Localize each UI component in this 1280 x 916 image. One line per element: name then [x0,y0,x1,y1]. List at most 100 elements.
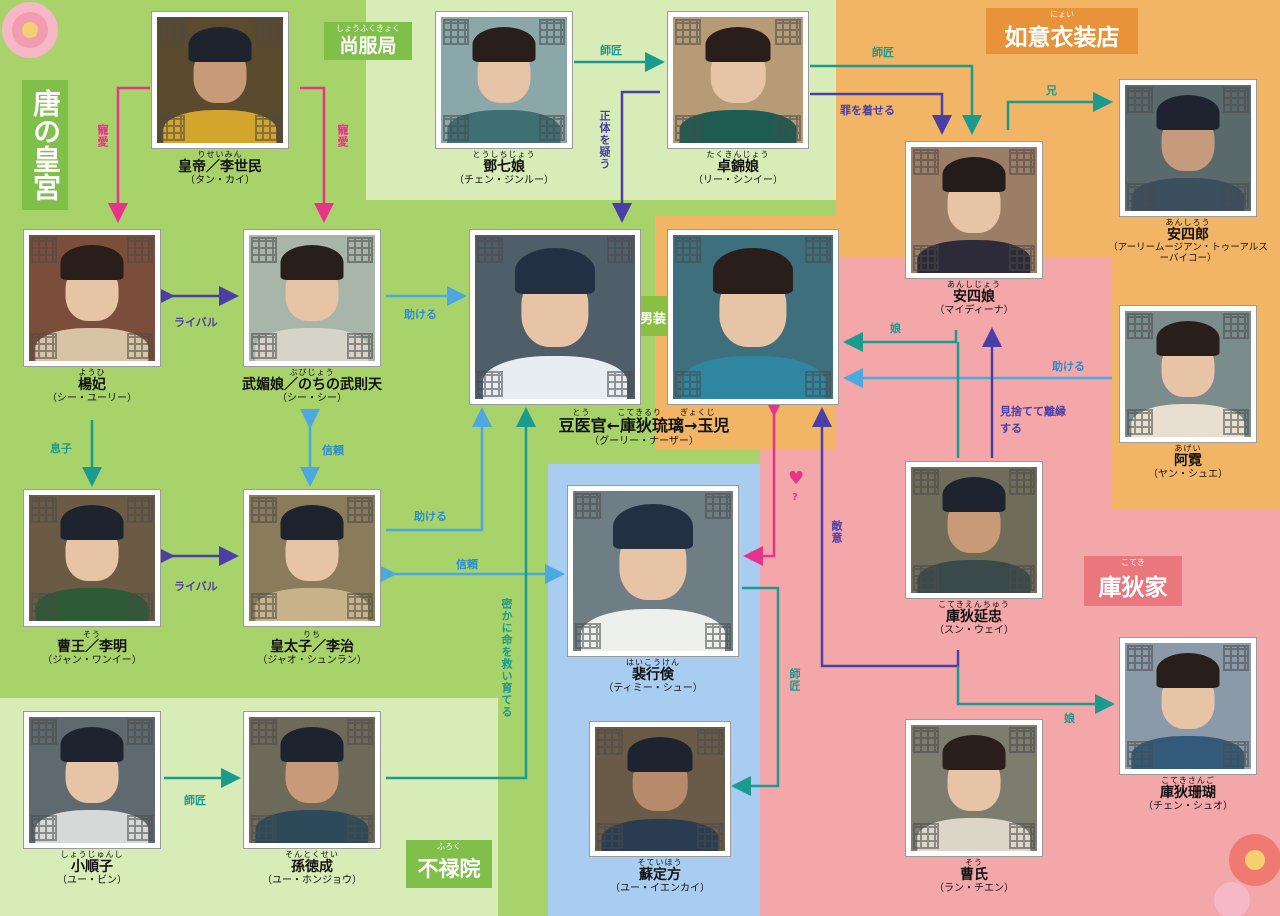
portrait-kotaishi [244,490,380,626]
group-furokuin-text: 不禄院 [417,856,481,881]
caption-sango-name: 庫狄珊瑚 [1160,785,1216,802]
caption-sontokusei-actor: （ユー・ホンジョウ） [262,875,362,887]
label-rival-bottom: ライバル [174,580,218,593]
group-palace-label: 唐の皇宮 [22,80,68,210]
label-shisho-tei-taku: 師匠 [600,44,622,57]
caption-shojunshi-ruby: しょうじゅんし [60,850,124,859]
arrow-himitsu [386,407,536,780]
arrow-tsumi [810,92,952,135]
arrow-shotai [612,90,660,223]
caption-sango-ruby: こてきさんご [1161,776,1215,785]
group-shofukukyoku-text: 尚服局 [339,34,397,57]
portrait-sango [1120,638,1256,774]
caption-shojunshi-name: 小順子 [71,859,113,876]
label-tasukeru-bu: 助ける [404,308,437,321]
caption-so-o: そう 曹王／李明 （ジャン・ワンイー） [12,630,172,667]
caption-anshijo-actor: （マイディーナ） [934,305,1014,317]
label-musuko: 息子 [50,442,72,455]
caption-sango-actor: （チェン・シュオ） [1143,801,1233,813]
caption-tei-ruby: とうしちじょう [472,150,536,159]
caption-tei-actor: （チェン・ジンルー） [454,175,554,187]
caption-entyu-name: 庫狄延忠 [946,609,1002,626]
group-shofukukyoku-ruby: しょうふくきょく [336,24,400,33]
caption-emperor-actor: （タン・カイ） [185,175,255,187]
portrait-sotei [590,722,730,856]
portrait-agei [1120,306,1256,442]
group-shofukukyoku-label: しょうふくきょく 尚服局 [324,22,412,60]
flower-decoration-bottom-right [1214,834,1280,916]
caption-sontokusei-name: 孫徳成 [291,859,333,876]
label-musume-an: 娘 [890,322,901,335]
caption-anshiro-ruby: あんしろう [1165,218,1211,227]
caption-kotaishi: りち 皇太子／李治 （ジャオ・シュンラン） [232,630,392,667]
caption-sotei-ruby: そていほう [637,858,683,867]
caption-so-o-ruby: そう [83,630,101,639]
label-shotai: 正体を疑う [598,110,611,170]
portrait-anshiro [1120,80,1256,216]
caption-hai-name: 裴行倹 [632,667,674,684]
label-heart-q: ? [792,492,798,503]
caption-shojunshi-actor: （ユー・ビン） [57,875,127,887]
caption-anshiro: あんしろう 安四郎 （アーリームージアン・トゥーアルスーバイコー） [1108,218,1268,265]
caption-bu: ぶびじょう 武媚娘／のちの武則天 （シー・シー） [222,368,402,405]
arrow-choai-left [108,86,150,223]
caption-so-o-actor: （ジャン・ワンイー） [42,655,142,667]
caption-hai-actor: （ティミー・シュー） [603,683,703,695]
caption-bu-actor: （シー・シー） [277,393,347,405]
caption-soshi: そう 曹氏 （ラン・チエン） [894,858,1054,895]
group-furokuin-label: ふろく 不禄院 [406,840,492,888]
caption-taku: たくきんじょう 卓錦娘 （リー・シンイー） [658,150,818,187]
group-nyoi-ruby: にょい [1050,10,1074,19]
caption-entyu-ruby: こてきえんちゅう [938,600,1010,609]
caption-sotei-actor: （ユー・イエンカイ） [610,883,710,895]
caption-entyu-actor: （スン・ウェイ） [934,625,1014,637]
caption-sotei-name: 蘇定方 [639,867,681,884]
label-misute: 見捨てて離縁する [1000,405,1066,435]
group-nyoi-label: にょい 如意衣装店 [986,8,1138,54]
portrait-shojunshi [24,712,160,848]
label-danso: 男装 [640,312,667,327]
group-kotekike-ruby: こてき [1121,558,1145,567]
caption-ruri-name: 豆医官←庫狄琉璃→玉児 [558,416,730,436]
caption-taku-name: 卓錦娘 [717,159,759,176]
caption-anshijo: あんしじょう 安四娘 （マイディーナ） [894,280,1054,317]
portrait-ruri-male [470,230,640,404]
label-choai-left: 寵愛 [96,124,109,148]
caption-yohi-ruby: ようひ [78,368,106,377]
label-tasukeru-kotaishi: 助ける [414,510,447,523]
caption-bu-ruby: ぶびじょう [289,368,335,377]
caption-so-o-name: 曹王／李明 [57,639,127,656]
caption-ruri: とう こてきるり ぎょくじ 豆医官←庫狄琉璃→玉児 （グーリー・ナーザー） [524,408,764,447]
caption-sango: こてきさんご 庫狄珊瑚 （チェン・シュオ） [1108,776,1268,813]
caption-kotaishi-actor: （ジャオ・シュンラン） [257,655,367,667]
label-shisho-bottom: 師匠 [184,794,206,807]
portrait-so-o [24,490,160,626]
caption-emperor-ruby: りせいみん [197,150,243,159]
portrait-sontokusei [244,712,380,848]
arrow-choai-right [300,86,334,223]
caption-entyu: こてきえんちゅう 庫狄延忠 （スン・ウェイ） [894,600,1054,637]
caption-emperor-name: 皇帝／李世民 [178,159,262,176]
caption-anshijo-name: 安四娘 [953,289,995,306]
caption-agei-ruby: あげい [1174,444,1202,453]
caption-tei: とうしちじょう 鄧七娘 （チェン・ジンルー） [424,150,584,187]
arrow-tekii [812,407,960,668]
arrow-ani [1006,92,1113,130]
caption-taku-ruby: たくきんじょう [706,150,770,159]
group-nyoi-text: 如意衣装店 [1004,24,1120,51]
flower-decoration-top-left [2,2,58,58]
arrow-musume-an [843,330,958,352]
arrow-heart [743,397,784,566]
label-shisho-hai: 師匠 [788,668,801,692]
label-shisho-taku-an: 師匠 [872,46,894,59]
label-choai-right: 寵愛 [336,124,349,148]
label-tsumi: 罪を着せる [840,104,895,117]
caption-emperor: りせいみん 皇帝／李世民 （タン・カイ） [140,150,300,187]
portrait-bu [244,230,380,366]
label-rival-top: ライバル [174,316,218,329]
caption-taku-actor: （リー・シンイー） [693,175,783,187]
portrait-ruri-female [668,230,838,404]
portrait-taku [668,12,808,148]
arrow-shisho-taku-an [810,64,982,135]
caption-yohi-name: 楊妃 [78,377,106,394]
